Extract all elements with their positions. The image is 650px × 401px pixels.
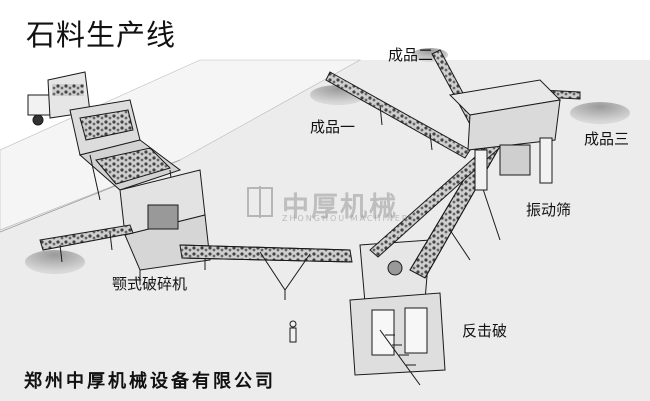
label-vibrating-screen: 振动筛 xyxy=(526,201,572,219)
watermark-text: 中厚机械 xyxy=(282,192,398,223)
background-slab xyxy=(0,59,362,231)
label-product-2: 成品二 xyxy=(388,46,434,64)
conveyor-product-1 xyxy=(325,71,471,159)
person-figure xyxy=(289,320,297,343)
company-name: 郑州中厚机械设备有限公司 xyxy=(24,371,276,392)
impact-crusher xyxy=(349,239,446,386)
vibrating-screen xyxy=(448,79,562,191)
diagram-title: 石料生产线 xyxy=(26,18,177,52)
label-product-3: 成品三 xyxy=(584,130,630,148)
conveyor-jaw-to-impact xyxy=(179,244,353,300)
conveyor-left-discharge xyxy=(39,224,134,263)
watermark-subtext: ZHONGHOU MACHINERY xyxy=(282,214,416,223)
product-3-pile xyxy=(570,102,630,124)
feeder-hopper xyxy=(69,99,182,211)
label-impact-crusher: 反击破 xyxy=(462,322,508,340)
label-jaw-crusher: 颚式破碎机 xyxy=(112,275,188,293)
watermark-logo xyxy=(247,186,273,218)
left-stone-pile xyxy=(25,250,85,274)
label-product-1: 成品一 xyxy=(310,118,356,136)
